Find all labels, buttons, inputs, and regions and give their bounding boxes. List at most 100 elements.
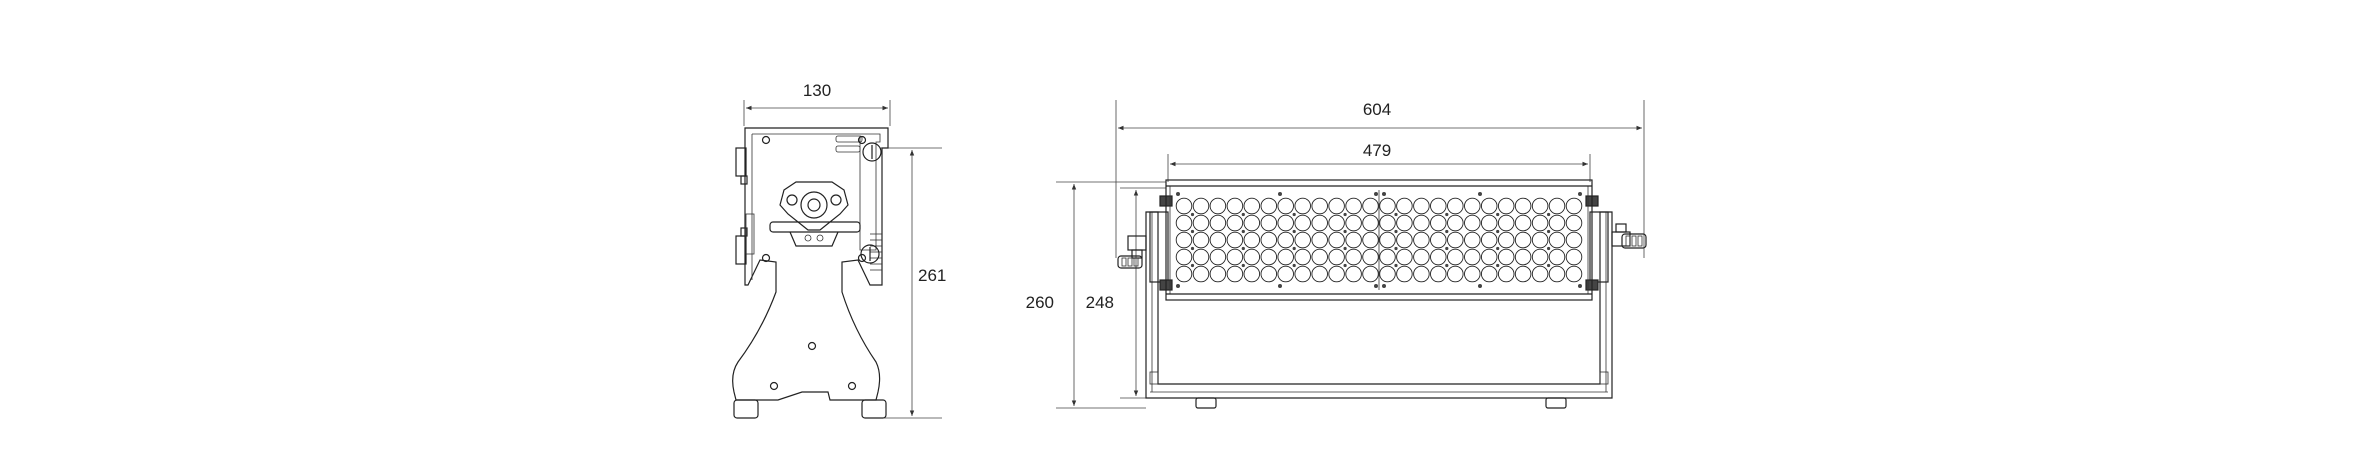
panel-screw bbox=[1343, 229, 1347, 234]
led-lens bbox=[1464, 214, 1481, 232]
panel-screw bbox=[1547, 246, 1551, 251]
panel-screw bbox=[1445, 229, 1449, 234]
led-lens bbox=[1209, 197, 1227, 215]
panel-screw bbox=[1190, 263, 1195, 268]
led-lens bbox=[1328, 248, 1345, 266]
led-lens bbox=[1480, 231, 1498, 249]
front-foot-left bbox=[1195, 397, 1217, 409]
panel-screw bbox=[1343, 263, 1347, 268]
led-lens bbox=[1464, 265, 1481, 283]
led-lens bbox=[1192, 197, 1210, 215]
led-lens bbox=[1531, 197, 1549, 215]
led-lens bbox=[1328, 231, 1345, 249]
led-lens bbox=[1396, 197, 1413, 215]
led-lens bbox=[1294, 231, 1311, 249]
front-end-cap-right bbox=[1589, 211, 1609, 283]
led-lens bbox=[1447, 214, 1464, 232]
front-overall-width-dimension: 604 bbox=[1115, 100, 1645, 258]
led-lens bbox=[1260, 265, 1278, 283]
rail-screw bbox=[1382, 192, 1386, 196]
led-lens bbox=[1430, 231, 1447, 249]
led-lens bbox=[1243, 214, 1261, 232]
led-lens bbox=[1464, 248, 1481, 266]
led-lens bbox=[1260, 248, 1278, 266]
led-lens bbox=[1565, 248, 1583, 266]
panel-screw bbox=[1241, 263, 1245, 268]
led-lens bbox=[1379, 231, 1396, 249]
panel-screw bbox=[1547, 229, 1551, 234]
led-lens bbox=[1328, 214, 1345, 232]
screw bbox=[857, 135, 867, 145]
led-lens bbox=[1413, 248, 1430, 266]
led-lens bbox=[1294, 265, 1311, 283]
led-lens bbox=[1209, 214, 1227, 232]
led-lens bbox=[1480, 214, 1498, 232]
led-lens bbox=[1396, 214, 1413, 232]
led-lens bbox=[1192, 248, 1210, 266]
led-lens bbox=[1548, 197, 1566, 215]
panel-screw bbox=[1394, 263, 1398, 268]
led-lens bbox=[1277, 265, 1294, 283]
led-lens bbox=[1209, 231, 1227, 249]
side-tilt-knob-top bbox=[862, 142, 882, 162]
pivot-bolt bbox=[800, 191, 828, 219]
front-overall-width-label: 604 bbox=[1363, 100, 1391, 119]
led-lens bbox=[1480, 197, 1498, 215]
led-lens bbox=[1328, 197, 1345, 215]
panel-screw bbox=[1394, 229, 1398, 234]
led-lens bbox=[1531, 231, 1549, 249]
side-view: 130 261 bbox=[732, 81, 946, 419]
panel-screw bbox=[1394, 212, 1398, 217]
panel-screw bbox=[1343, 246, 1347, 251]
panel-screw bbox=[1292, 263, 1296, 268]
led-lens bbox=[1497, 197, 1515, 215]
front-overall-height-dimension: 260 bbox=[1026, 181, 1166, 409]
led-lens bbox=[1175, 214, 1193, 232]
rail-screw bbox=[1478, 192, 1482, 196]
led-lens bbox=[1294, 248, 1311, 266]
led-lens bbox=[1447, 231, 1464, 249]
rail-screw bbox=[1578, 284, 1582, 288]
led-lens bbox=[1294, 214, 1311, 232]
side-body-outline bbox=[732, 127, 889, 401]
led-lens bbox=[1480, 265, 1498, 283]
side-width-label: 130 bbox=[803, 81, 831, 100]
led-lens bbox=[1260, 214, 1278, 232]
led-lens bbox=[1311, 214, 1328, 232]
led-lens bbox=[1243, 197, 1261, 215]
front-panel-width-dimension: 479 bbox=[1167, 141, 1591, 182]
rail-screw bbox=[1278, 192, 1282, 196]
led-lens bbox=[1565, 214, 1583, 232]
led-lens bbox=[1548, 248, 1566, 266]
led-lens bbox=[1345, 197, 1362, 215]
led-lens bbox=[1243, 248, 1261, 266]
led-lens bbox=[1362, 214, 1379, 232]
panel-screw bbox=[1496, 263, 1500, 268]
panel-screw bbox=[1496, 229, 1500, 234]
led-lens bbox=[1362, 248, 1379, 266]
led-lens bbox=[1209, 248, 1227, 266]
rail-screw bbox=[1578, 192, 1582, 196]
led-lens bbox=[1413, 197, 1430, 215]
led-lens bbox=[1447, 265, 1464, 283]
rail-screw bbox=[1374, 284, 1378, 288]
front-tilt-knob-left bbox=[1117, 235, 1147, 269]
led-lens bbox=[1379, 214, 1396, 232]
panel-screw bbox=[1496, 212, 1500, 217]
led-lens bbox=[1430, 197, 1447, 215]
panel-screw bbox=[1190, 212, 1195, 217]
led-lens bbox=[1294, 197, 1311, 215]
led-lens bbox=[1328, 265, 1345, 283]
side-cooling-fins bbox=[870, 233, 882, 271]
led-lens bbox=[1497, 231, 1515, 249]
side-tilt-knob-bottom bbox=[860, 244, 880, 264]
led-lens bbox=[1464, 231, 1481, 249]
led-lens bbox=[1379, 197, 1396, 215]
led-lens bbox=[1277, 248, 1294, 266]
led-lens bbox=[1226, 214, 1244, 232]
led-lens bbox=[1192, 214, 1210, 232]
led-lens bbox=[1430, 214, 1447, 232]
led-lens bbox=[1531, 214, 1549, 232]
led-lens bbox=[1396, 231, 1413, 249]
led-lens bbox=[1548, 214, 1566, 232]
